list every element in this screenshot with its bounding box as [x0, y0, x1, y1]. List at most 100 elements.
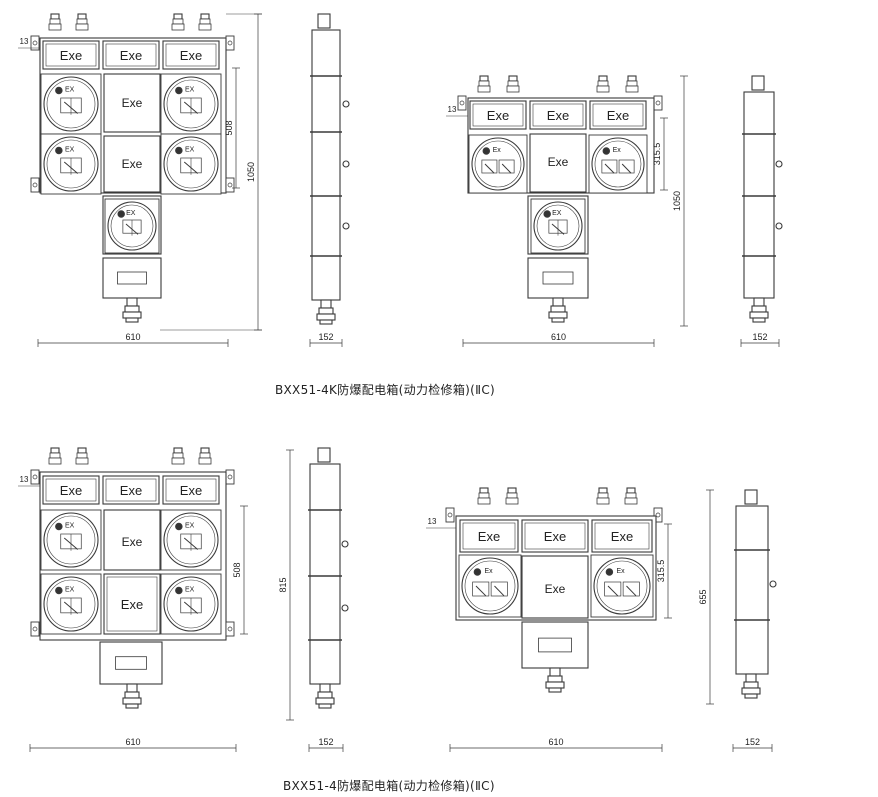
exe-label: Exe — [545, 582, 566, 596]
exe-cover-inner — [45, 43, 97, 67]
bottom-gland-body — [749, 311, 769, 319]
lock-icon — [482, 147, 491, 155]
view-4k-side: 152 — [309, 13, 350, 347]
handle-right — [501, 163, 512, 174]
exe-cover-inner — [106, 576, 158, 632]
ex-mark: EX — [185, 587, 195, 594]
side-knob — [775, 160, 783, 168]
dim-13: 13 — [20, 475, 29, 484]
handle-right — [621, 163, 632, 174]
ex-mark: EX — [552, 210, 562, 217]
dim-315-5-label: 315.5 — [656, 560, 666, 583]
exe-label: Exe — [60, 48, 82, 63]
dim-152-label: 152 — [318, 332, 333, 342]
bottom-gland-neck — [745, 673, 757, 683]
center-panel-b — [103, 135, 161, 193]
bottom-gland-nut — [743, 681, 759, 689]
gland-nut — [506, 492, 518, 499]
lock-icon — [473, 568, 482, 576]
gland-nut — [49, 18, 61, 25]
gland-body — [625, 85, 639, 93]
cable-gland — [173, 447, 183, 454]
exe-cover-inner — [594, 522, 650, 550]
dim-152-label: 152 — [752, 332, 767, 342]
cable-gland — [507, 487, 517, 494]
mount-hole — [32, 474, 38, 480]
handle-left — [607, 585, 619, 597]
breaker-window-left — [604, 581, 622, 597]
bottom-gland-neck — [753, 297, 765, 307]
cable-gland — [50, 13, 60, 20]
dim-815-label: 815 — [278, 577, 288, 592]
exe-label: Exe — [607, 108, 629, 123]
bottom-gland-nut — [124, 691, 140, 699]
gland-body — [75, 457, 89, 465]
bottom-gland-tail — [548, 687, 562, 693]
bottom-gland-tail — [318, 703, 332, 709]
gland-body — [477, 85, 491, 93]
lock-icon — [55, 146, 63, 155]
dim-508-label: 508 — [224, 120, 234, 135]
side-top-gland — [744, 489, 758, 505]
caption-bxx51-4k: BXX51-4K防爆配电箱(动力检修箱)(ⅡC) — [275, 383, 495, 397]
lock-icon — [602, 147, 611, 155]
ex-mark: EX — [65, 147, 75, 154]
side-knob — [341, 604, 349, 612]
exe-label: Exe — [120, 48, 142, 63]
side-knob — [341, 540, 349, 548]
cable-gland — [50, 447, 60, 454]
ex-mark: EX — [185, 523, 195, 530]
exe-cover-inner — [45, 478, 97, 502]
gland-body — [48, 23, 62, 31]
handle-left — [475, 585, 487, 597]
exe-label: Exe — [548, 155, 569, 169]
dim-1050-label: 1050 — [246, 162, 256, 182]
bottom-gland-body — [548, 311, 568, 319]
breaker-window-right — [618, 159, 635, 174]
gland-nut — [597, 492, 609, 499]
gland-nut — [199, 18, 211, 25]
exe-label: Exe — [487, 108, 509, 123]
dim-610-label: 610 — [125, 737, 140, 747]
ex-mark: Ex — [613, 147, 622, 154]
ex-mark: Ex — [493, 147, 502, 154]
gland-body — [505, 497, 519, 505]
side-body — [735, 505, 769, 675]
lock-icon — [117, 210, 125, 218]
gland-nut — [49, 452, 61, 459]
bottom-gland-tail — [125, 317, 139, 323]
dim-508-label: 508 — [232, 562, 242, 577]
handle-left — [604, 163, 615, 174]
ex-mark: EX — [65, 87, 75, 94]
breaker-window-right — [498, 159, 515, 174]
side-body — [311, 29, 341, 301]
lock-icon — [543, 210, 551, 218]
gland-nut — [478, 492, 490, 499]
side-top-gland — [317, 13, 331, 29]
lock-icon — [55, 86, 63, 95]
bottom-gland-body — [741, 687, 761, 695]
breaker-window-left — [472, 581, 490, 597]
dim-152-label: 152 — [745, 737, 760, 747]
terminal-window — [115, 656, 147, 670]
terminal-window — [117, 271, 147, 285]
mount-hole — [447, 512, 453, 518]
cable-gland — [200, 447, 210, 454]
dim-13: 13 — [448, 105, 457, 114]
center-panel-a — [103, 509, 161, 571]
cable-gland — [77, 13, 87, 20]
mount-hole — [227, 40, 233, 46]
bottom-gland-neck — [126, 683, 138, 693]
side-knob — [775, 222, 783, 230]
gland-body — [596, 497, 610, 505]
cable-gland — [173, 13, 183, 20]
cable-gland — [627, 75, 637, 82]
center-panel — [529, 133, 587, 193]
bottom-gland-nut — [751, 305, 767, 313]
cable-gland — [598, 75, 608, 82]
view-4k2-side: 152 — [740, 75, 783, 347]
bottom-gland-tail — [319, 319, 333, 325]
side-knob — [342, 222, 350, 230]
